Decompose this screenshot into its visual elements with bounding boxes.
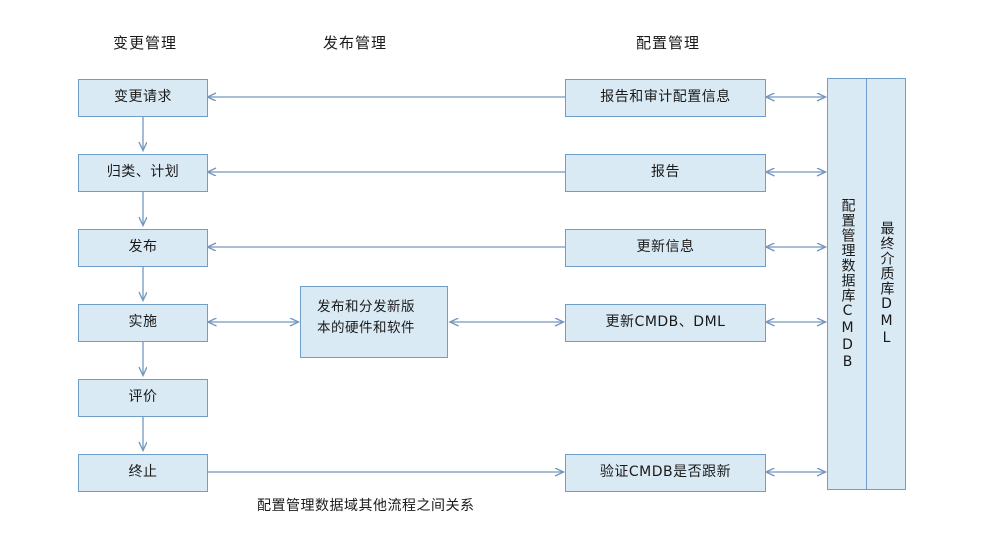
node-terminate[interactable]: 终止 — [78, 454, 208, 492]
node-cmdb-repository-label: 配置管理数据库CMDB — [839, 197, 856, 371]
node-evaluate[interactable]: 评价 — [78, 379, 208, 417]
node-report[interactable]: 报告 — [565, 154, 766, 192]
column-header-change-management: 变更管理 — [112, 34, 177, 52]
node-report-and-audit-config-info[interactable]: 报告和审计配置信息 — [565, 79, 766, 117]
node-dml-repository-label: 最终介质库DML — [878, 221, 895, 347]
node-verify-cmdb-updated[interactable]: 验证CMDB是否跟新 — [565, 454, 766, 492]
column-header-configuration-management: 配置管理 — [635, 34, 700, 52]
node-release[interactable]: 发布 — [78, 229, 208, 267]
node-classify-plan[interactable]: 归类、计划 — [78, 154, 208, 192]
node-release-and-distribute-line1: 发布和分发新版 — [317, 299, 415, 315]
node-release-and-distribute[interactable]: 发布和分发新版 本的硬件和软件 — [300, 286, 448, 358]
column-header-release-management: 发布管理 — [322, 34, 387, 52]
diagram-caption: 配置管理数据域其他流程之间关系 — [257, 498, 475, 514]
node-dml-repository[interactable]: 最终介质库DML — [866, 78, 906, 490]
node-cmdb-repository[interactable]: 配置管理数据库CMDB — [827, 78, 867, 490]
node-update-cmdb-dml[interactable]: 更新CMDB、DML — [565, 304, 766, 342]
node-change-request[interactable]: 变更请求 — [78, 79, 208, 117]
node-implement[interactable]: 实施 — [78, 304, 208, 342]
node-release-and-distribute-line2: 本的硬件和软件 — [317, 319, 415, 336]
node-update-info[interactable]: 更新信息 — [565, 229, 766, 267]
